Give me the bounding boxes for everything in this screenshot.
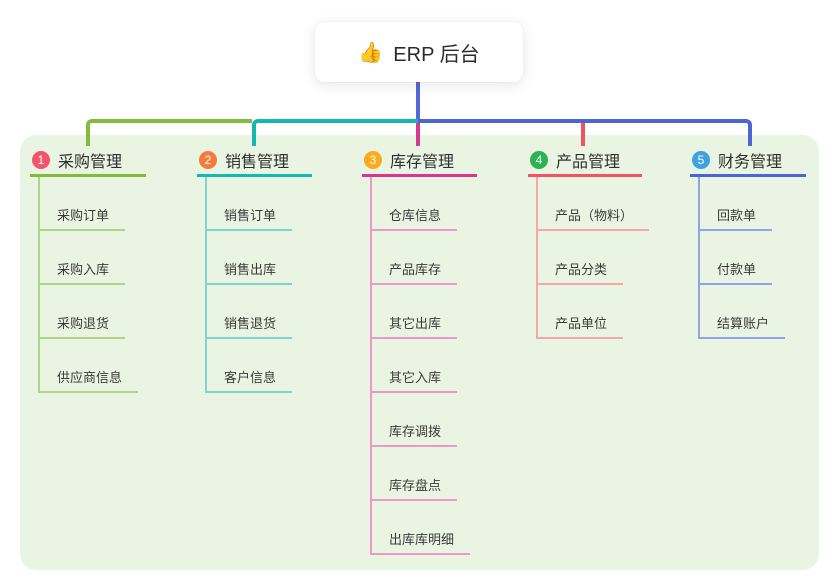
branch-title: 采购管理 [58,154,123,171]
child-label: 供应商信息 [57,370,123,385]
child-label: 产品（物料） [555,208,634,223]
child-node[interactable]: 其它入库 [372,339,458,393]
thumbs-up-icon: 👍 [358,41,384,64]
child-node[interactable]: 产品分类 [538,231,624,285]
branch-children: 采购订单 采购入库 采购退货 供应商信息 [38,177,139,393]
root-title: ERP 后台 [393,43,480,66]
branch-children: 销售订单 销售出库 销售退货 客户信息 [205,177,293,393]
branch-title: 财务管理 [718,154,783,171]
child-node[interactable]: 客户信息 [207,339,293,393]
child-label: 库存盘点 [389,478,442,493]
rail-green-segment [86,119,252,146]
branch-node-3[interactable]: 3 库存管理 [362,146,477,177]
child-node[interactable]: 产品（物料） [538,177,650,231]
child-label: 产品单位 [555,316,608,331]
child-label: 销售退货 [224,316,277,331]
rail-blue-segment [418,119,752,146]
child-label: 回款单 [717,208,757,223]
branch-number-badge: 4 [530,151,548,169]
branch4-drop-line [581,119,585,146]
branch-node-4[interactable]: 4 产品管理 [528,146,642,177]
branches-panel [20,135,819,570]
branch-title: 库存管理 [390,154,455,171]
child-label: 其它出库 [389,316,442,331]
root-node[interactable]: 👍 ERP 后台 [315,22,523,82]
branch-children: 产品（物料） 产品分类 产品单位 [536,177,650,339]
child-node[interactable]: 回款单 [700,177,773,231]
branch-node-1[interactable]: 1 采购管理 [30,146,146,177]
child-node[interactable]: 销售出库 [207,231,293,285]
branch-number-badge: 5 [692,151,710,169]
child-label: 采购订单 [57,208,110,223]
child-label: 产品库存 [389,262,442,277]
child-node[interactable]: 采购订单 [40,177,126,231]
child-node[interactable]: 销售订单 [207,177,293,231]
branch-node-5[interactable]: 5 财务管理 [690,146,806,177]
child-label: 其它入库 [389,370,442,385]
child-node[interactable]: 出库库明细 [372,501,471,555]
child-node[interactable]: 其它出库 [372,285,458,339]
rail-teal-segment [252,119,418,146]
child-node[interactable]: 产品库存 [372,231,458,285]
branch-title: 产品管理 [556,154,621,171]
child-label: 仓库信息 [389,208,442,223]
child-label: 销售订单 [224,208,277,223]
branch-children: 回款单 付款单 结算账户 [698,177,786,339]
branch-number-badge: 1 [32,151,50,169]
child-label: 销售出库 [224,262,277,277]
child-label: 出库库明细 [389,532,455,547]
child-node[interactable]: 采购入库 [40,231,126,285]
child-node[interactable]: 结算账户 [700,285,786,339]
child-node[interactable]: 库存调拨 [372,393,458,447]
child-label: 付款单 [717,262,757,277]
child-label: 产品分类 [555,262,608,277]
child-node[interactable]: 采购退货 [40,285,126,339]
branch-title: 销售管理 [225,154,290,171]
branch-number-badge: 2 [199,151,217,169]
branch-number-badge: 3 [364,151,382,169]
child-label: 采购退货 [57,316,110,331]
child-node[interactable]: 销售退货 [207,285,293,339]
branch-node-2[interactable]: 2 销售管理 [197,146,312,177]
child-label: 采购入库 [57,262,110,277]
branch3-drop-line [416,119,420,146]
child-node[interactable]: 库存盘点 [372,447,458,501]
child-node[interactable]: 产品单位 [538,285,624,339]
root-connector-line [416,80,420,121]
child-node[interactable]: 付款单 [700,231,773,285]
child-label: 结算账户 [717,316,770,331]
child-node[interactable]: 供应商信息 [40,339,139,393]
branch-children: 仓库信息 产品库存 其它出库 其它入库 库存调拨 库存盘点 出库库明细 [370,177,471,555]
child-node[interactable]: 仓库信息 [372,177,458,231]
child-label: 客户信息 [224,370,277,385]
child-label: 库存调拨 [389,424,442,439]
